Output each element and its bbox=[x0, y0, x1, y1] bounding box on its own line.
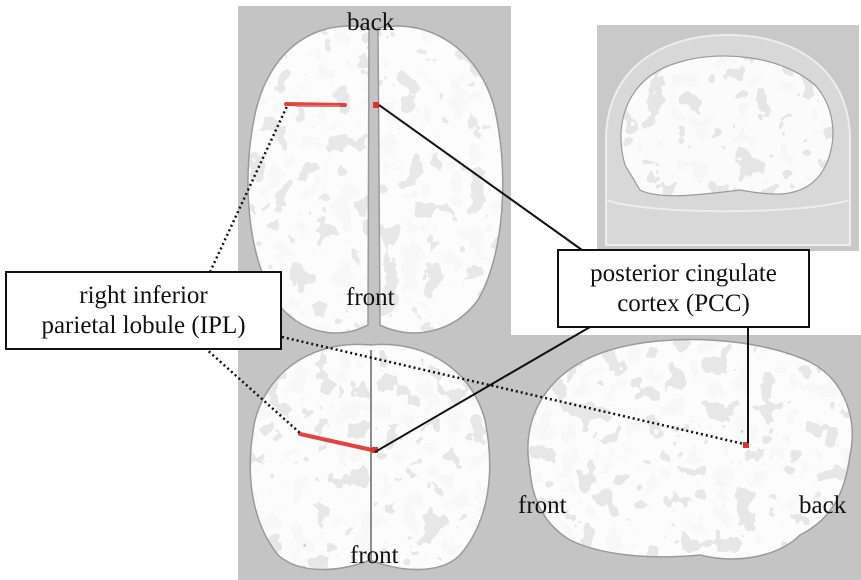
axial-front-label: front bbox=[346, 285, 395, 310]
sagittal-front-label: front bbox=[518, 493, 567, 518]
sagittal-back-label: back bbox=[799, 493, 846, 518]
posterior-front-label: front bbox=[350, 543, 399, 568]
sagittal-brain-image bbox=[525, 330, 860, 570]
ipl-marker-axial bbox=[286, 104, 345, 106]
pcc-marker-axial bbox=[373, 102, 379, 108]
axial-back-label: back bbox=[347, 10, 394, 35]
pcc-callout-line1: posterior cingulate bbox=[559, 259, 808, 289]
ipl-callout-line2: parietal lobule (IPL) bbox=[7, 311, 280, 341]
ipl-callout-line1: right inferior bbox=[7, 281, 280, 311]
pcc-callout-line2: cortex (PCC) bbox=[559, 289, 808, 319]
head-model-image bbox=[605, 35, 850, 245]
pcc-callout: posterior cingulate cortex (PCC) bbox=[557, 249, 810, 328]
ipl-callout: right inferior parietal lobule (IPL) bbox=[5, 271, 282, 350]
